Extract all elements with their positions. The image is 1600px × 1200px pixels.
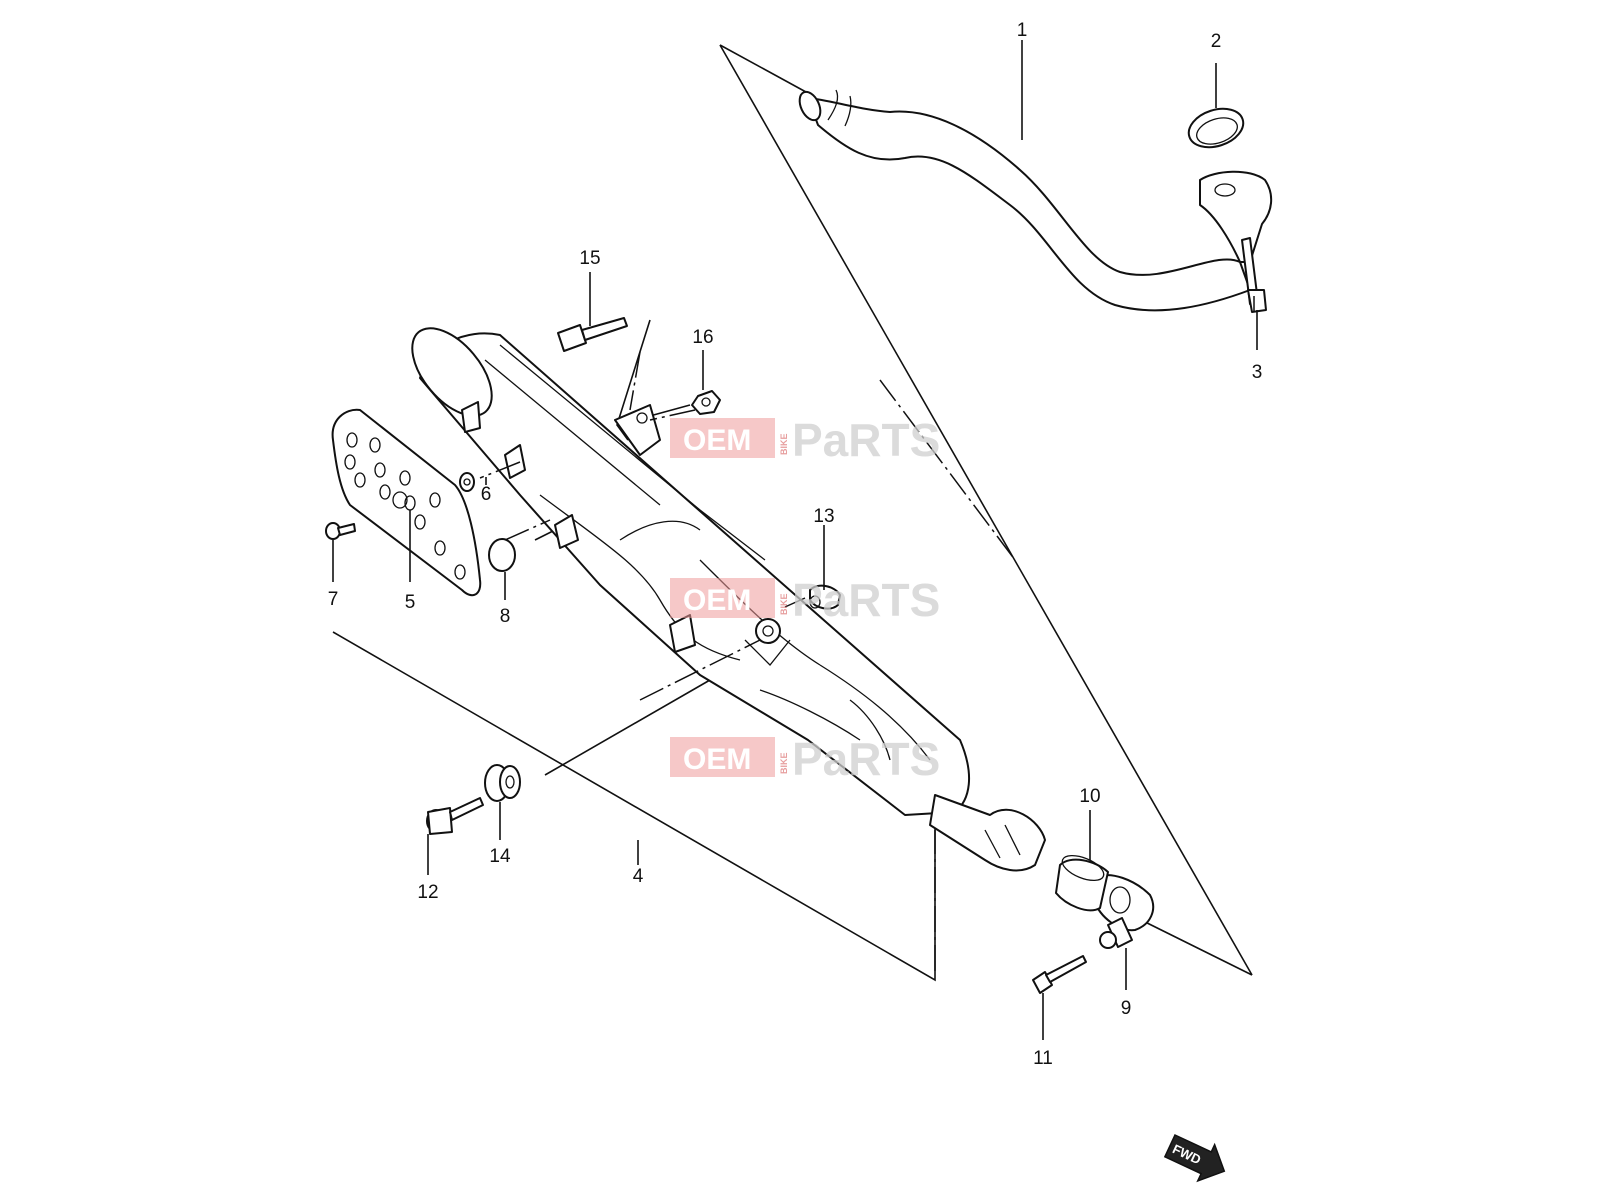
sleeve-part <box>1055 854 1109 912</box>
clamp-part <box>1093 874 1155 949</box>
watermark-3: OEM BIKE PaRTS <box>670 733 940 785</box>
callout-7: 7 <box>328 589 339 610</box>
bolt-15-part <box>557 317 628 352</box>
collar-part <box>809 584 841 610</box>
washer-part <box>459 472 475 492</box>
bolt-12-part <box>426 797 484 835</box>
center-lines <box>479 296 1255 975</box>
watermark-bike-text: BIKE <box>779 433 789 455</box>
watermark-bike-text: BIKE <box>779 593 789 615</box>
watermark-2: OEM BIKE PaRTS <box>670 574 940 626</box>
callout-4: 4 <box>633 866 644 887</box>
nut-part <box>691 390 721 415</box>
watermark-parts-text: PaRTS <box>792 574 940 626</box>
callout-10: 10 <box>1079 786 1100 807</box>
cap-part <box>488 538 516 572</box>
callout-12: 12 <box>417 882 438 903</box>
callout-2: 2 <box>1211 31 1222 52</box>
callout-11: 11 <box>1033 1048 1053 1069</box>
callout-8: 8 <box>500 606 511 627</box>
grommet-part <box>484 764 521 802</box>
watermark-oem-text: OEM <box>683 743 751 776</box>
callout-15: 15 <box>579 248 600 269</box>
callout-13: 13 <box>813 506 834 527</box>
callout-16: 16 <box>692 327 713 348</box>
stud-bolt-part <box>1241 237 1267 313</box>
callout-1: 1 <box>1017 20 1028 41</box>
screw-part <box>325 522 356 540</box>
watermark-oem-text: OEM <box>683 584 751 617</box>
leader-lines <box>332 40 1258 1040</box>
assembly-bracket-lines <box>332 44 1253 982</box>
callout-14: 14 <box>489 846 511 867</box>
callout-9: 9 <box>1121 998 1132 1019</box>
watermark-bike-text: BIKE <box>779 752 789 774</box>
callout-6: 6 <box>481 484 492 505</box>
gasket-part <box>1187 107 1245 149</box>
heat-shield-part <box>331 408 482 597</box>
callout-labels: 1 2 3 4 5 6 7 8 9 10 11 12 13 14 15 16 <box>328 20 1263 1069</box>
watermark-parts-text: PaRTS <box>792 414 940 466</box>
watermark-1: OEM BIKE PaRTS <box>670 414 940 466</box>
bolt-11-part <box>1032 955 1087 994</box>
callout-3: 3 <box>1252 362 1263 383</box>
muffler-part <box>411 327 1046 872</box>
exhaust-pipe-part <box>798 89 1273 312</box>
fwd-arrow-icon: FWD <box>1163 1134 1226 1183</box>
watermark-parts-text: PaRTS <box>792 733 940 785</box>
watermark-oem-text: OEM <box>683 424 751 457</box>
callout-5: 5 <box>405 592 416 613</box>
